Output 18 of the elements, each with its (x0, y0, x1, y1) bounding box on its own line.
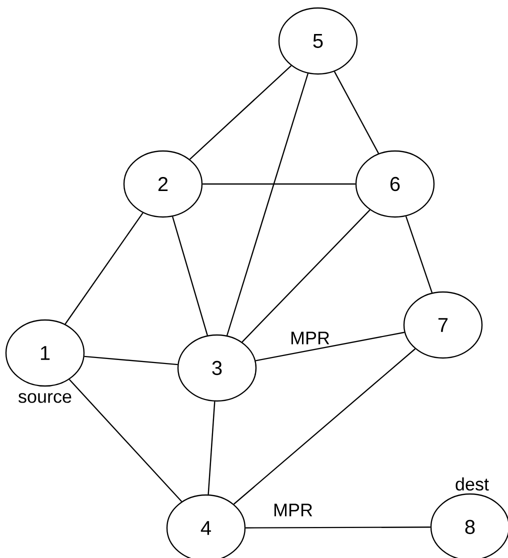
connector-line (242, 210, 370, 342)
connector-line (64, 212, 144, 324)
node-caption: source (18, 393, 72, 403)
connector-line (334, 71, 380, 154)
connector-line (202, 183, 356, 185)
connector-line (68, 379, 182, 502)
connector-line (208, 402, 216, 494)
connector-line (226, 73, 309, 336)
connector-line (246, 526, 430, 528)
node-caption: MPR (291, 332, 330, 344)
connector-line (405, 216, 433, 293)
node-caption: MPR (274, 504, 312, 516)
connector-line (256, 332, 404, 362)
connector-line (84, 356, 178, 366)
node-caption: dest (456, 477, 489, 491)
connector-line (189, 65, 292, 160)
connector-line (172, 216, 208, 336)
connector-line (233, 348, 416, 505)
